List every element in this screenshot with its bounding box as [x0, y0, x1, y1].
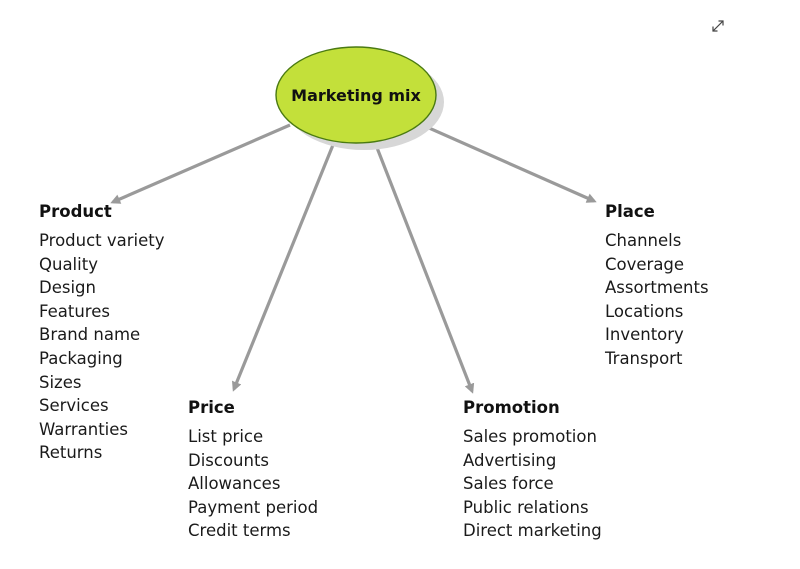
center-node-ellipse	[275, 46, 437, 144]
place-item: Locations	[605, 301, 684, 321]
price-item: List price	[188, 427, 264, 446]
place-node: Place Channels Coverage Assortments Loca…	[605, 201, 709, 371]
price-title: Price	[188, 398, 235, 417]
price-item: Discounts	[188, 450, 270, 470]
place-item: Assortments	[605, 278, 709, 298]
product-list: Product variety Quality Design Features …	[39, 229, 165, 465]
promotion-list: Sales promotion Advertising Sales force …	[463, 425, 602, 543]
price-list: List price Discounts Allowances Payment …	[188, 425, 318, 543]
product-item: Brand name	[39, 325, 141, 345]
product-item: Warranties	[39, 419, 129, 439]
price-item: Allowances	[188, 474, 281, 494]
product-item: Sizes	[39, 372, 82, 392]
promotion-title: Promotion	[463, 398, 560, 417]
product-item: Returns	[39, 443, 103, 463]
place-list: Channels Coverage Assortments Locations …	[605, 229, 709, 371]
place-item: Inventory	[605, 325, 684, 345]
promotion-item: Sales promotion	[463, 427, 597, 446]
product-item: Quality	[39, 254, 98, 274]
price-item: Payment period	[188, 497, 319, 517]
product-item: Services	[39, 396, 109, 416]
product-item: Product variety	[39, 231, 165, 250]
product-item: Design	[39, 278, 96, 298]
arrow-to-product	[110, 123, 291, 204]
place-item: Channels	[605, 231, 682, 250]
product-item: Packaging	[39, 348, 123, 368]
price-node: Price List price Discounts Allowances Pa…	[188, 397, 318, 543]
center-node-label: Marketing mix	[291, 85, 421, 105]
product-item: Features	[39, 301, 110, 321]
product-node: Product Product variety Quality Design F…	[39, 201, 165, 465]
expand-icon[interactable]	[709, 17, 727, 35]
arrow-to-place	[419, 122, 597, 203]
expand-icon-glyph	[712, 20, 724, 32]
promotion-item: Sales force	[463, 474, 554, 494]
place-item: Coverage	[605, 254, 685, 274]
arrow-to-promotion	[372, 139, 475, 394]
place-item: Transport	[605, 348, 683, 368]
promotion-item: Advertising	[463, 450, 557, 470]
promotion-item: Direct marketing	[463, 521, 602, 541]
promotion-item: Public relations	[463, 497, 589, 517]
product-title: Product	[39, 202, 112, 221]
arrow-to-price	[231, 139, 337, 392]
price-item: Credit terms	[188, 521, 291, 541]
promotion-node: Promotion Sales promotion Advertising Sa…	[463, 397, 602, 543]
place-title: Place	[605, 202, 655, 221]
